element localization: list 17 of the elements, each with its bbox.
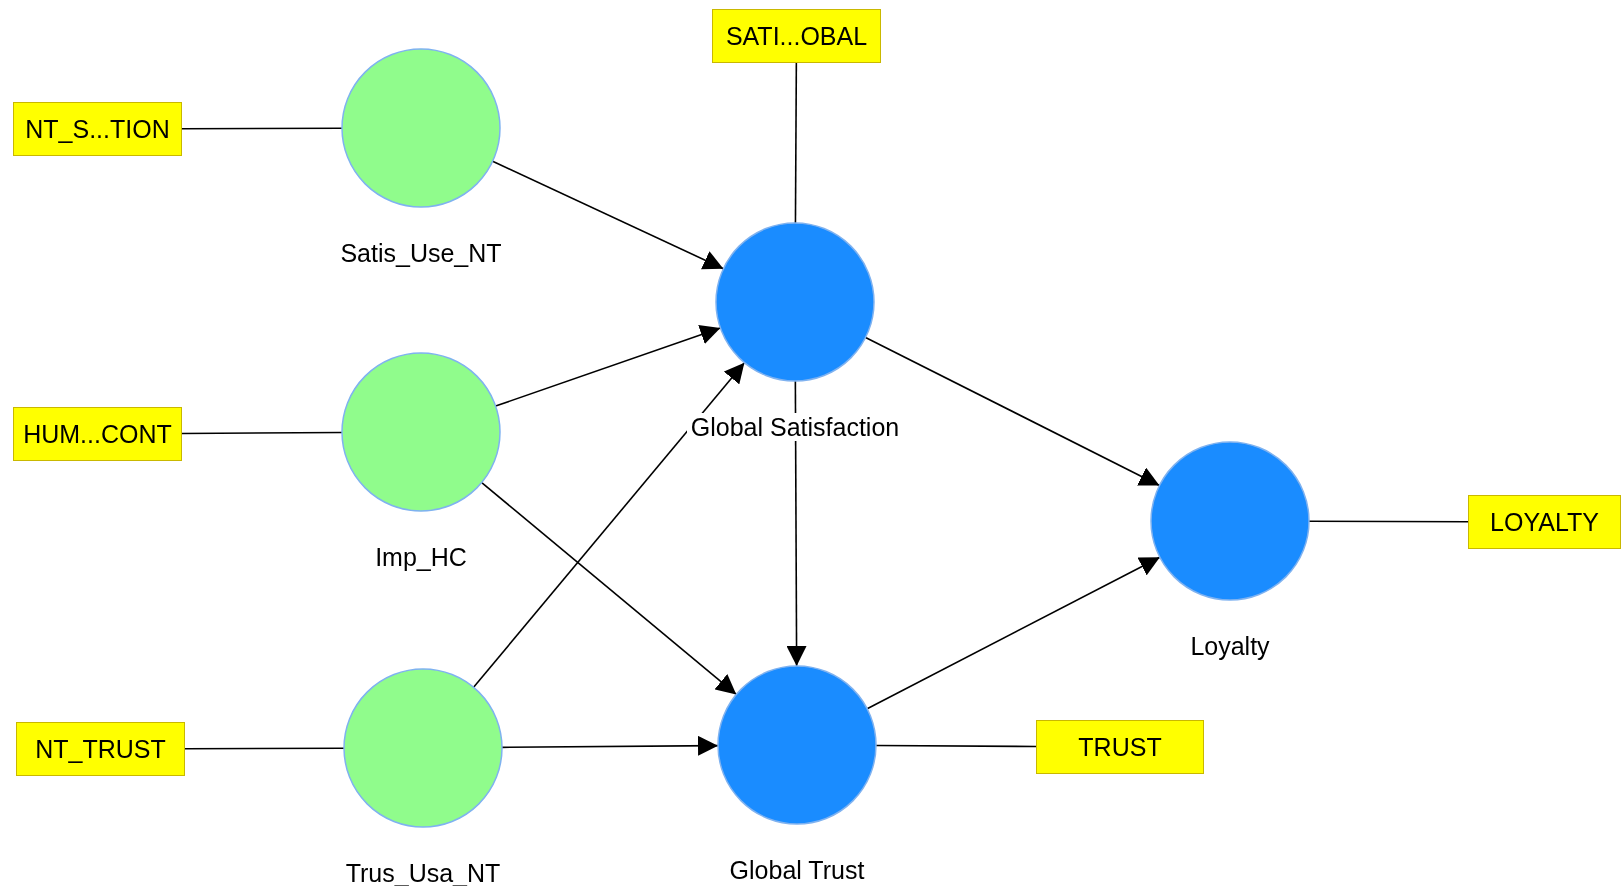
indicator-box: NT_TRUST bbox=[16, 722, 185, 776]
connector-line bbox=[181, 431, 343, 435]
indicator-box: TRUST bbox=[1036, 720, 1204, 774]
path-arrow bbox=[480, 481, 738, 696]
path-arrow bbox=[786, 380, 807, 667]
indicator-box: LOYALTY bbox=[1468, 495, 1621, 549]
indicator-box: HUM...CONT bbox=[13, 407, 182, 461]
path-arrow bbox=[472, 361, 746, 689]
indicator-box: NT_S...TION bbox=[13, 102, 182, 156]
connector-line bbox=[181, 127, 343, 130]
path-arrow bbox=[494, 325, 722, 407]
path-arrow bbox=[491, 160, 725, 270]
indicator-box: SATI...OBAL bbox=[712, 9, 881, 63]
path-arrow bbox=[864, 336, 1161, 487]
connector-line bbox=[184, 747, 345, 750]
path-arrow bbox=[866, 556, 1161, 710]
connector-line bbox=[794, 62, 798, 224]
